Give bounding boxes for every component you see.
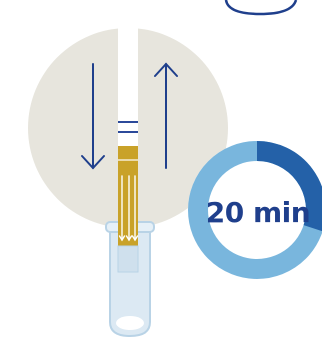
wicking-arrows bbox=[120, 176, 138, 240]
top-circle-outline bbox=[226, 0, 296, 14]
test-strip bbox=[118, 28, 138, 272]
timer-label: 20 min bbox=[196, 190, 320, 234]
